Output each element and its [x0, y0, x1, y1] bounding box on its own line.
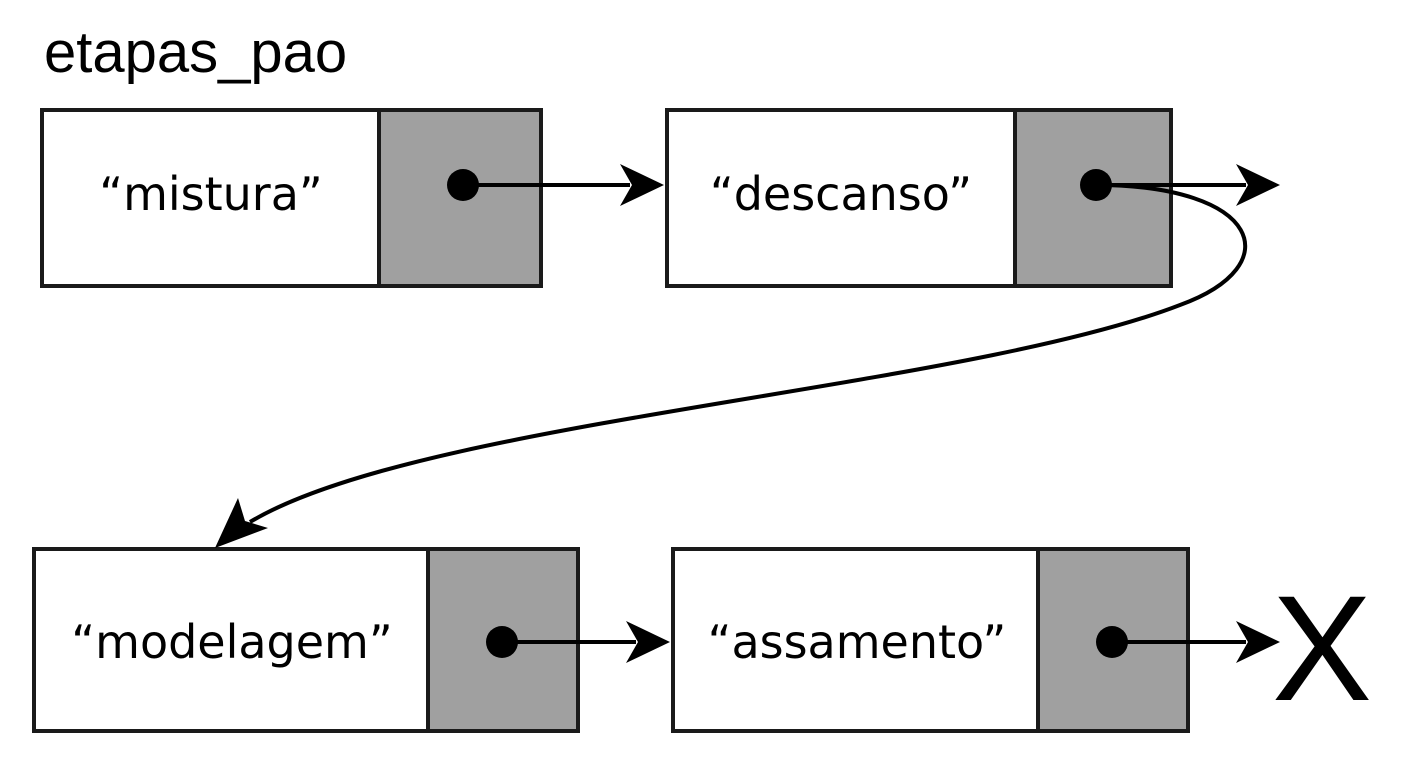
wrap-pointer-arrow [215, 183, 1248, 548]
list-node: “modelagem” [32, 547, 580, 733]
list-node: “descanso” [665, 108, 1173, 288]
node-value: “modelagem” [71, 615, 392, 669]
node-value: “descanso” [710, 167, 972, 221]
node-value: “mistura” [99, 167, 323, 221]
node-data-cell [40, 108, 381, 288]
next-pointer-arrow [463, 164, 664, 206]
list-title: etapas_pao [44, 20, 347, 85]
node-data-cell [671, 547, 1040, 733]
node-value: “assamento” [708, 615, 1007, 669]
list-node: “mistura” [40, 108, 543, 288]
list-node: “assamento” [671, 547, 1190, 733]
next-pointer-arrow [1112, 621, 1280, 663]
next-pointer-arrow [502, 621, 670, 663]
node-data-cell [32, 547, 430, 733]
null-marker: X [1272, 564, 1372, 732]
